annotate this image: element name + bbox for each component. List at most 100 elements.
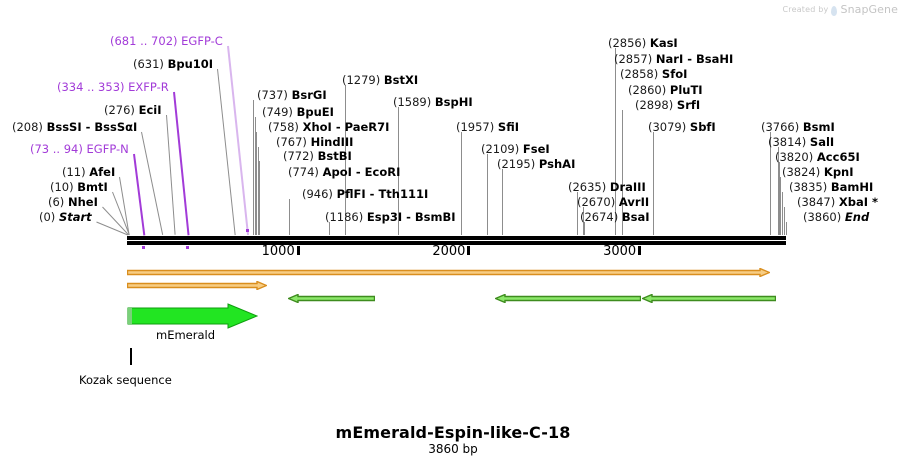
ruler-tick xyxy=(296,246,300,255)
enzyme-label-apoi[interactable]: (774) ApoI - EcoRI xyxy=(288,166,400,178)
backbone-line-bottom xyxy=(127,241,786,245)
enzyme-label-position: (3766) xyxy=(761,120,800,134)
enzyme-label-name: BmtI xyxy=(77,180,108,194)
enzyme-label-bsrgi[interactable]: (737) BsrGI xyxy=(257,89,327,101)
enzyme-label-name: NarI - BsaHI xyxy=(655,52,734,66)
feature-f-green-1[interactable] xyxy=(286,288,376,304)
enzyme-label-name: ApoI - EcoRI xyxy=(322,165,401,179)
kozak-sequence-tick xyxy=(130,348,132,365)
leader-line-kpni xyxy=(779,177,781,235)
enzyme-label-kasi[interactable]: (2856) KasI xyxy=(608,37,678,49)
leader-line-exfp-r xyxy=(172,91,189,236)
leader-line-bamhi xyxy=(781,192,783,235)
enzyme-label-bsmi[interactable]: (3766) BsmI xyxy=(761,121,835,133)
enzyme-label-fsei[interactable]: (2109) FseI xyxy=(481,143,550,155)
enzyme-label-xhoi[interactable]: (758) XhoI - PaeR7I xyxy=(268,121,389,133)
enzyme-label-hindiii[interactable]: (767) HindIII xyxy=(276,136,353,148)
enzyme-label-position: (3847) xyxy=(797,195,836,209)
enzyme-label-name: PluTI xyxy=(669,83,703,97)
enzyme-label-sfii[interactable]: (1957) SfiI xyxy=(456,121,519,133)
enzyme-label-name: XhoI - PaeR7I xyxy=(302,120,390,134)
leader-line-end xyxy=(786,222,787,235)
leader-line-acc65i xyxy=(779,162,781,235)
enzyme-label-egfp-c[interactable]: (681 .. 702) EGFP-C xyxy=(110,35,223,47)
enzyme-label-name: BstXI xyxy=(383,73,419,87)
enzyme-label-name: EciI xyxy=(138,103,162,117)
enzyme-label-exfp-r[interactable]: (334 .. 353) EXFP-R xyxy=(57,81,169,93)
enzyme-label-bpuei[interactable]: (749) BpuEI xyxy=(262,106,334,118)
enzyme-label-position: (3835) xyxy=(789,180,828,194)
enzyme-label-pluti[interactable]: (2860) PluTI xyxy=(628,84,703,96)
enzyme-label-bsai[interactable]: (2674) BsaI xyxy=(580,211,650,223)
enzyme-label-name: AvrII xyxy=(618,195,650,209)
enzyme-label-sali[interactable]: (3814) SalI xyxy=(768,136,834,148)
feature-f-backbone-orange[interactable] xyxy=(126,262,772,278)
enzyme-label-start[interactable]: (0) Start xyxy=(39,211,92,223)
enzyme-label-name: SbfI xyxy=(689,120,716,134)
enzyme-label-name: SrfI xyxy=(676,98,701,112)
enzyme-label-position: (2860) xyxy=(628,83,667,97)
feature-f-orange-2[interactable] xyxy=(126,275,269,291)
enzyme-label-position: (10) xyxy=(50,180,74,194)
enzyme-label-name: End xyxy=(844,210,870,224)
enzyme-label-bsssi[interactable]: (208) BssSI - BssSαI xyxy=(12,121,137,133)
enzyme-label-position: (749) xyxy=(262,105,293,119)
leader-line-ecii xyxy=(165,114,176,236)
enzyme-label-position: (276) xyxy=(104,103,135,117)
green-feature-arrow xyxy=(493,293,642,304)
enzyme-label-name: BamHI xyxy=(830,180,874,194)
leader-line-egfp-c xyxy=(226,45,249,236)
enzyme-label-name: KpnI xyxy=(823,165,854,179)
enzyme-label-avrii[interactable]: (2670) AvrII xyxy=(577,196,649,208)
enzyme-label-sfoi[interactable]: (2858) SfoI xyxy=(620,68,687,80)
enzyme-label-ecii[interactable]: (276) EciI xyxy=(104,104,162,116)
enzyme-label-name: Esp3I - BsmBI xyxy=(366,210,456,224)
enzyme-label-position: (3820) xyxy=(775,150,814,164)
leader-line-bstxi xyxy=(345,85,347,235)
enzyme-label-name: BssSI - BssSαI xyxy=(46,120,138,134)
enzyme-label-pflfi[interactable]: (946) PflFI - Tth111I xyxy=(302,188,428,200)
enzyme-label-name: PshAI xyxy=(538,157,576,171)
leader-line-sali xyxy=(778,147,780,235)
enzyme-label-kpni[interactable]: (3824) KpnI xyxy=(782,166,854,178)
enzyme-label-end[interactable]: (3860) End xyxy=(803,211,869,223)
enzyme-label-name: EGFP-N xyxy=(86,142,129,156)
enzyme-label-bsphi[interactable]: (1589) BspHI xyxy=(393,96,473,108)
enzyme-label-bmti[interactable]: (10) BmtI xyxy=(50,181,108,193)
enzyme-label-sbfi[interactable]: (3079) SbfI xyxy=(648,121,716,133)
enzyme-label-position: (2195) xyxy=(497,157,536,171)
enzyme-label-name: NheI xyxy=(67,195,98,209)
enzyme-label-bamhi[interactable]: (3835) BamHI xyxy=(789,181,873,193)
feature-f-green-2[interactable] xyxy=(493,288,642,304)
enzyme-label-afei[interactable]: (11) AfeI xyxy=(62,166,115,178)
feature-caption-memerald: mEmerald xyxy=(156,328,216,342)
enzyme-label-name: EGFP-C xyxy=(181,34,223,48)
enzyme-label-name: PflFI - Tth111I xyxy=(336,187,429,201)
enzyme-label-name: FseI xyxy=(522,142,550,156)
enzyme-label-acc65i[interactable]: (3820) Acc65I xyxy=(775,151,860,163)
caption-kozak-sequence: Kozak sequence xyxy=(79,373,172,387)
enzyme-label-name: SalI xyxy=(809,135,835,149)
feature-f-memerald[interactable]: mEmerald xyxy=(127,303,259,329)
enzyme-label-esp3i[interactable]: (1186) Esp3I - BsmBI xyxy=(325,211,456,223)
enzyme-label-bpu10i[interactable]: (631) Bpu10I xyxy=(133,58,213,70)
enzyme-label-position: (758) xyxy=(268,120,299,134)
enzyme-label-egfp-n[interactable]: (73 .. 94) EGFP-N xyxy=(30,143,129,155)
feature-f-green-3[interactable] xyxy=(640,288,777,304)
enzyme-label-position: (6) xyxy=(48,195,65,209)
green-feature-arrow xyxy=(640,293,777,304)
enzyme-label-name: XbaI * xyxy=(838,195,879,209)
enzyme-label-draiii[interactable]: (2635) DraIII xyxy=(568,181,646,193)
enzyme-label-xbai[interactable]: (3847) XbaI * xyxy=(797,196,878,208)
enzyme-label-nari[interactable]: (2857) NarI - BsaHI xyxy=(614,53,733,65)
leader-line-pflfi xyxy=(288,199,290,235)
enzyme-label-position: (1186) xyxy=(325,210,364,224)
enzyme-label-nhei[interactable]: (6) NheI xyxy=(48,196,98,208)
snapgene-watermark: Created by SnapGene xyxy=(782,3,898,16)
enzyme-label-srfi[interactable]: (2898) SrfI xyxy=(635,99,700,111)
leader-line-esp3i xyxy=(329,222,331,235)
enzyme-label-bstbi[interactable]: (772) BstBI xyxy=(283,150,352,162)
enzyme-label-bstxi[interactable]: (1279) BstXI xyxy=(342,74,418,86)
page-subtitle: 3860 bp xyxy=(428,442,478,456)
enzyme-label-pshai[interactable]: (2195) PshAI xyxy=(497,158,575,170)
